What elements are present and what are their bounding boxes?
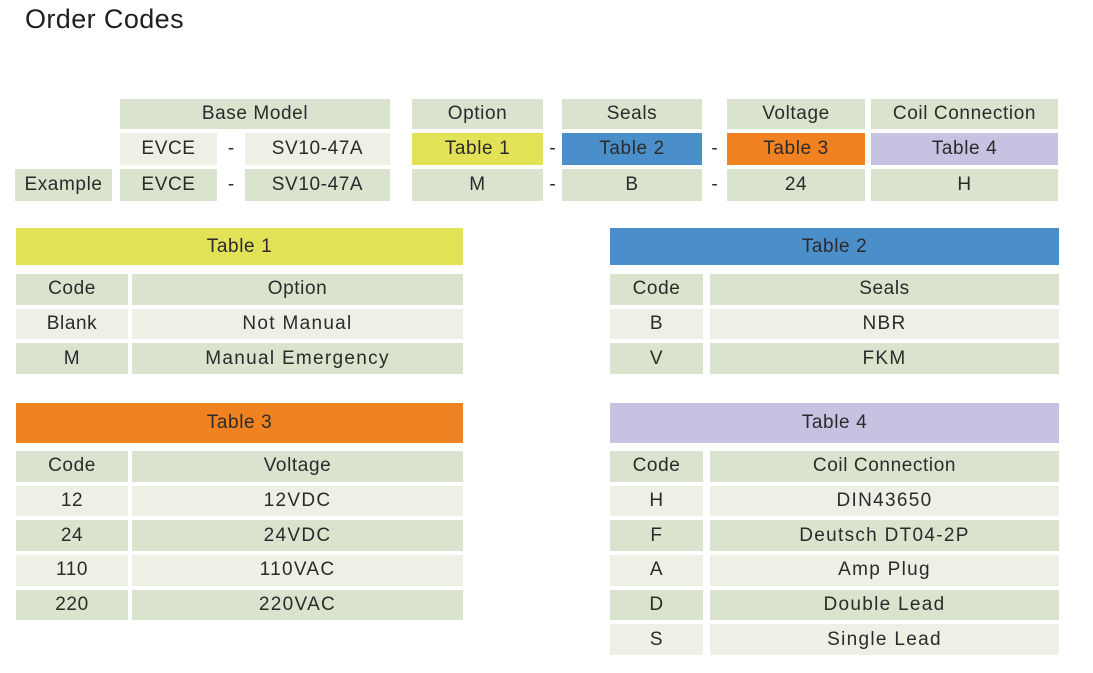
table-row: A Amp Plug <box>610 555 1059 586</box>
example-coil-cell: H <box>871 169 1058 201</box>
value-cell: NBR <box>710 308 1059 340</box>
seals-header-cell: Seals <box>562 99 702 129</box>
example-option-cell: M <box>412 169 543 201</box>
table-4-value-header: Coil Connection <box>710 451 1059 482</box>
value-cell: 24VDC <box>132 520 463 551</box>
table-row: S Single Lead <box>610 624 1059 655</box>
code-cell: B <box>610 308 703 340</box>
table-row: 24 24VDC <box>16 520 463 551</box>
code-cell: 24 <box>16 520 128 551</box>
table-1-title: Table 1 <box>16 228 463 265</box>
base-model-header-cell: Base Model <box>120 99 390 129</box>
option-header-cell: Option <box>412 99 543 129</box>
value-cell: Deutsch DT04-2P <box>710 520 1059 551</box>
table-1-value-header: Option <box>132 274 463 305</box>
table-row: H DIN43650 <box>610 485 1059 517</box>
model-base-cell: SV10-47A <box>245 133 390 165</box>
voltage-table-ref-cell: Table 3 <box>727 133 865 165</box>
table-3-title: Table 3 <box>16 403 463 443</box>
value-cell: Double Lead <box>710 589 1059 621</box>
separator-dash: - <box>711 174 718 195</box>
table-row: M Manual Emergency <box>16 343 463 374</box>
table-header-row: Code Voltage <box>16 451 463 482</box>
value-cell: 110VAC <box>132 555 463 586</box>
value-cell: Single Lead <box>710 624 1059 655</box>
value-cell: DIN43650 <box>710 485 1059 517</box>
table-3-code-header: Code <box>16 451 128 482</box>
option-table-ref-cell: Table 1 <box>412 133 543 165</box>
separator-dash: - <box>549 138 556 159</box>
example-label-cell: Example <box>15 169 112 201</box>
table-1-code-header: Code <box>16 274 128 305</box>
table-row: F Deutsch DT04-2P <box>610 520 1059 551</box>
table-header-row: Code Coil Connection <box>610 451 1059 482</box>
code-cell: M <box>16 343 128 374</box>
code-cell: V <box>610 343 703 374</box>
value-cell: Not Manual <box>132 308 463 340</box>
value-cell: FKM <box>710 343 1059 374</box>
code-cell: 12 <box>16 485 128 517</box>
table-row: Blank Not Manual <box>16 308 463 340</box>
code-cell: A <box>610 555 703 586</box>
table-4-code-header: Code <box>610 451 703 482</box>
separator-dash: - <box>227 138 235 159</box>
table-row: 110 110VAC <box>16 555 463 586</box>
voltage-header-cell: Voltage <box>727 99 865 129</box>
table-2-value-header: Seals <box>710 274 1059 305</box>
page-title: Order Codes <box>25 4 184 34</box>
table-row: 220 220VAC <box>16 589 463 621</box>
table-3: Table 3 Code Voltage 12 12VDC 24 24VDC 1… <box>16 403 463 624</box>
code-cell: D <box>610 589 703 621</box>
table-1: Table 1 Code Option Blank Not Manual M M… <box>16 228 463 378</box>
separator-dash: - <box>227 174 235 195</box>
coil-connection-header-cell: Coil Connection <box>871 99 1058 129</box>
table-4-title: Table 4 <box>610 403 1059 443</box>
value-cell: Amp Plug <box>710 555 1059 586</box>
code-cell: S <box>610 624 703 655</box>
code-cell: 110 <box>16 555 128 586</box>
seals-table-ref-cell: Table 2 <box>562 133 702 165</box>
example-series-cell: EVCE <box>120 169 217 201</box>
table-header-row: Code Option <box>16 274 463 305</box>
table-row: D Double Lead <box>610 589 1059 621</box>
code-cell: 220 <box>16 589 128 621</box>
table-row: 12 12VDC <box>16 485 463 517</box>
code-cell: Blank <box>16 308 128 340</box>
table-row: B NBR <box>610 308 1059 340</box>
table-2-title: Table 2 <box>610 228 1059 265</box>
code-cell: H <box>610 485 703 517</box>
table-row: V FKM <box>610 343 1059 374</box>
table-4: Table 4 Code Coil Connection H DIN43650 … <box>610 403 1059 659</box>
table-3-value-header: Voltage <box>132 451 463 482</box>
coil-table-ref-cell: Table 4 <box>871 133 1058 165</box>
separator-dash: - <box>549 174 556 195</box>
order-code-builder: Base Model Option Seals Voltage Coil Con… <box>15 99 1058 201</box>
model-series-cell: EVCE <box>120 133 217 165</box>
separator-dash: - <box>711 138 718 159</box>
code-cell: F <box>610 520 703 551</box>
table-2: Table 2 Code Seals B NBR V FKM <box>610 228 1059 378</box>
example-base-cell: SV10-47A <box>245 169 390 201</box>
value-cell: 12VDC <box>132 485 463 517</box>
value-cell: Manual Emergency <box>132 343 463 374</box>
value-cell: 220VAC <box>132 589 463 621</box>
table-header-row: Code Seals <box>610 274 1059 305</box>
example-voltage-cell: 24 <box>727 169 865 201</box>
example-seals-cell: B <box>562 169 702 201</box>
table-2-code-header: Code <box>610 274 703 305</box>
